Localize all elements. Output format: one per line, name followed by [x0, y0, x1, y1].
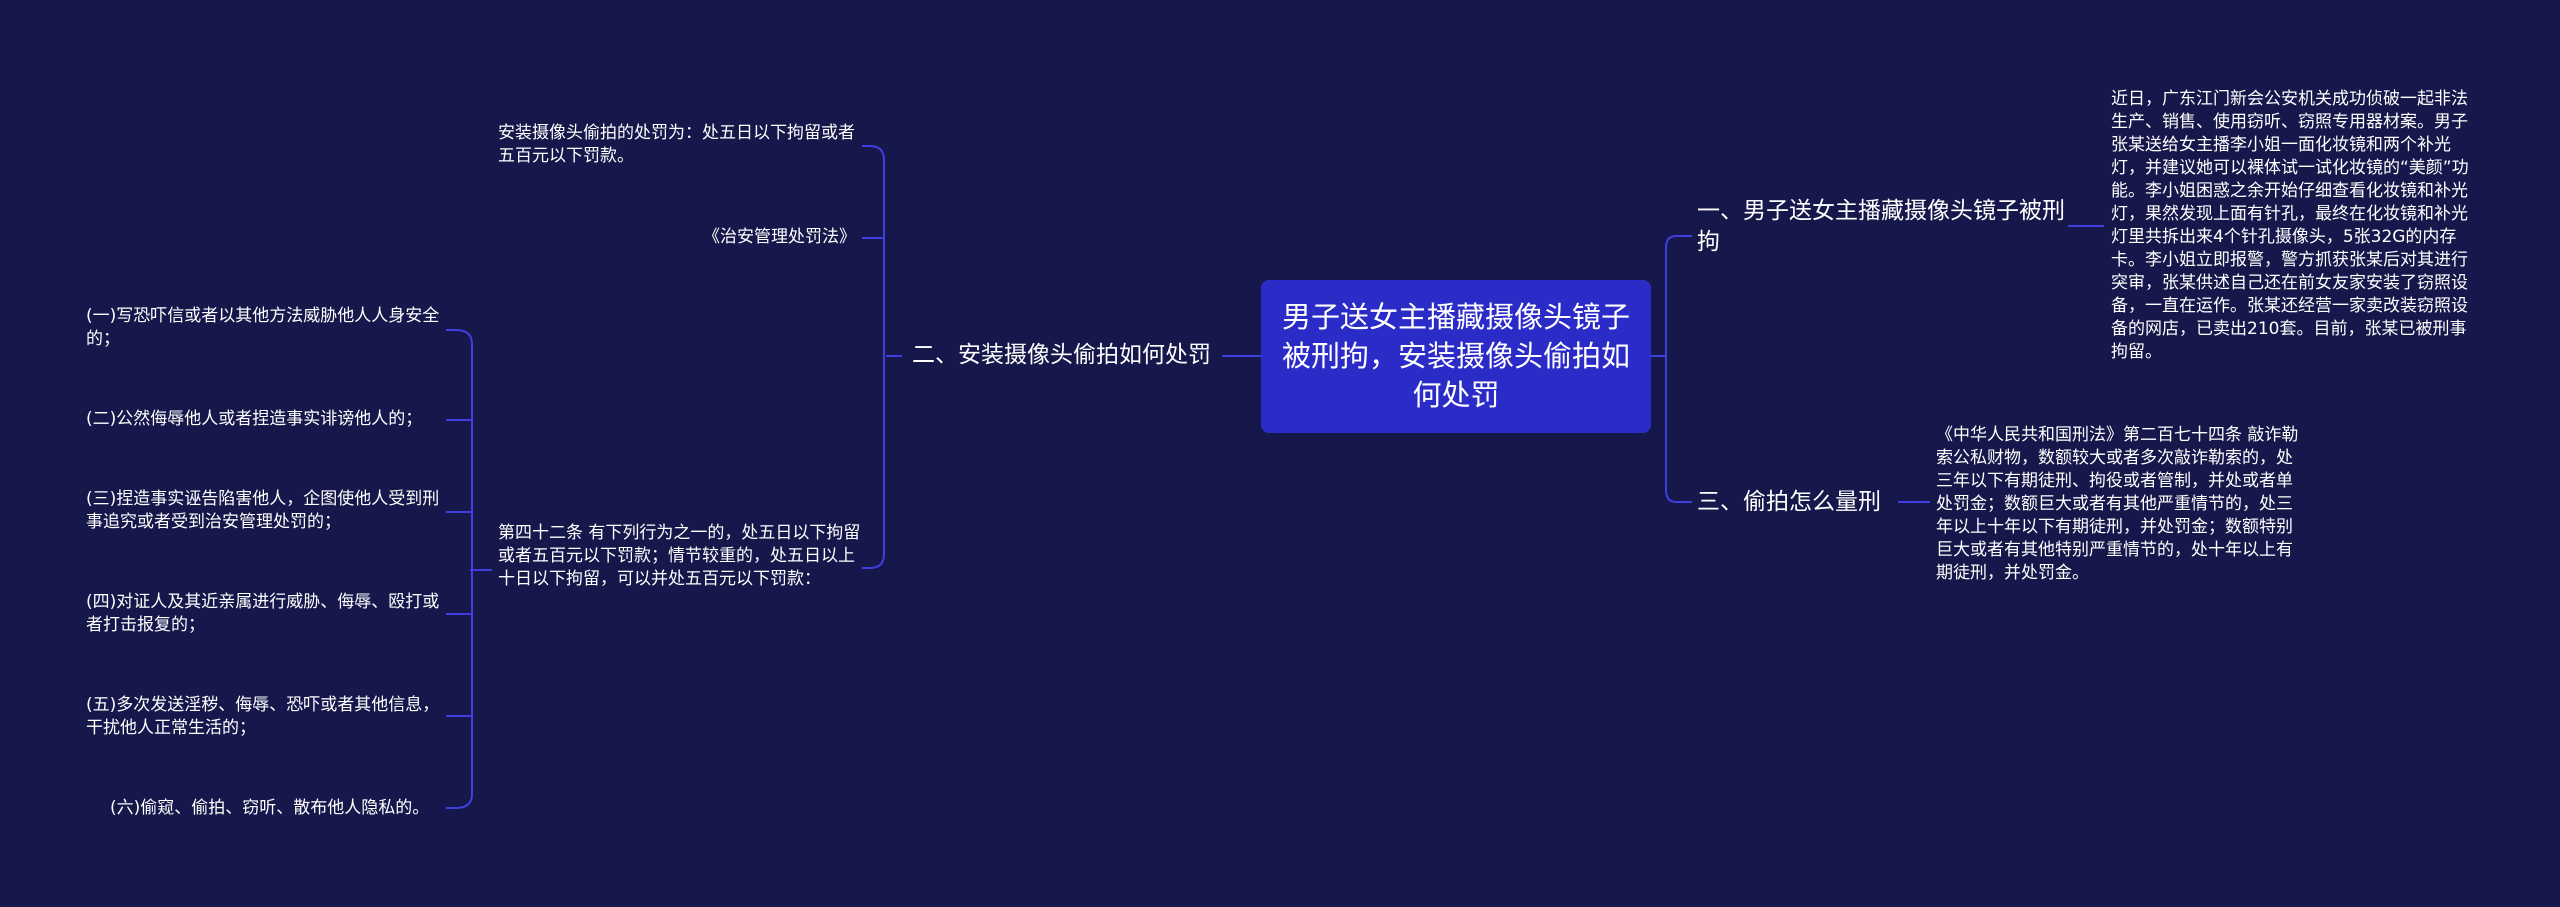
- item-1: (一)写恐吓信或者以其他方法威胁他人人身安全的；: [86, 306, 440, 349]
- link-items-trunk: [455, 329, 473, 809]
- b2-child-article: 第四十二条 有下列行为之一的，处五日以下拘留或者五百元以下罚款；情节较重的，处五…: [498, 523, 861, 589]
- item-3: (三)捏造事实诬告陷害他人，企图使他人受到刑事追究或者受到治安管理处罚的；: [86, 489, 440, 532]
- item-4: (四)对证人及其近亲属进行威胁、侮辱、殴打或者打击报复的；: [86, 592, 440, 635]
- item-6: (六)偷窥、偷拍、窃听、散布他人隐私的。: [110, 798, 430, 818]
- link-right-trunk: [1665, 235, 1677, 503]
- item-5: (五)多次发送淫秽、侮辱、恐吓或者其他信息，干扰他人正常生活的；: [86, 695, 440, 738]
- link-b2-trunk: [869, 145, 885, 569]
- branch-b3[interactable]: 三、偷拍怎么量刑: [1697, 489, 1881, 515]
- branch-b1[interactable]: 一、男子送女主播藏摄像头镜子被刑拘: [1697, 198, 2065, 255]
- b3-detail: 《中华人民共和国刑法》第二百七十四条 敲诈勒索公私财物，数额较大或者多次敲诈勒索…: [1936, 425, 2299, 583]
- b2-child-law: 《治安管理处罚法》: [703, 227, 856, 247]
- b1-detail: 近日，广东江门新会公安机关成功侦破一起非法生产、销售、使用窃听、窃照专用器材案。…: [2111, 89, 2469, 362]
- root-topic[interactable]: 男子送女主播藏摄像头镜子被刑拘，安装摄像头偷拍如何处罚: [1261, 280, 1651, 433]
- b2-child-penalty: 安装摄像头偷拍的处罚为：处五日以下拘留或者五百元以下罚款。: [498, 123, 855, 166]
- item-2: (二)公然侮辱他人或者捏造事实诽谤他人的；: [86, 409, 423, 429]
- branch-b2[interactable]: 二、安装摄像头偷拍如何处罚: [912, 342, 1211, 368]
